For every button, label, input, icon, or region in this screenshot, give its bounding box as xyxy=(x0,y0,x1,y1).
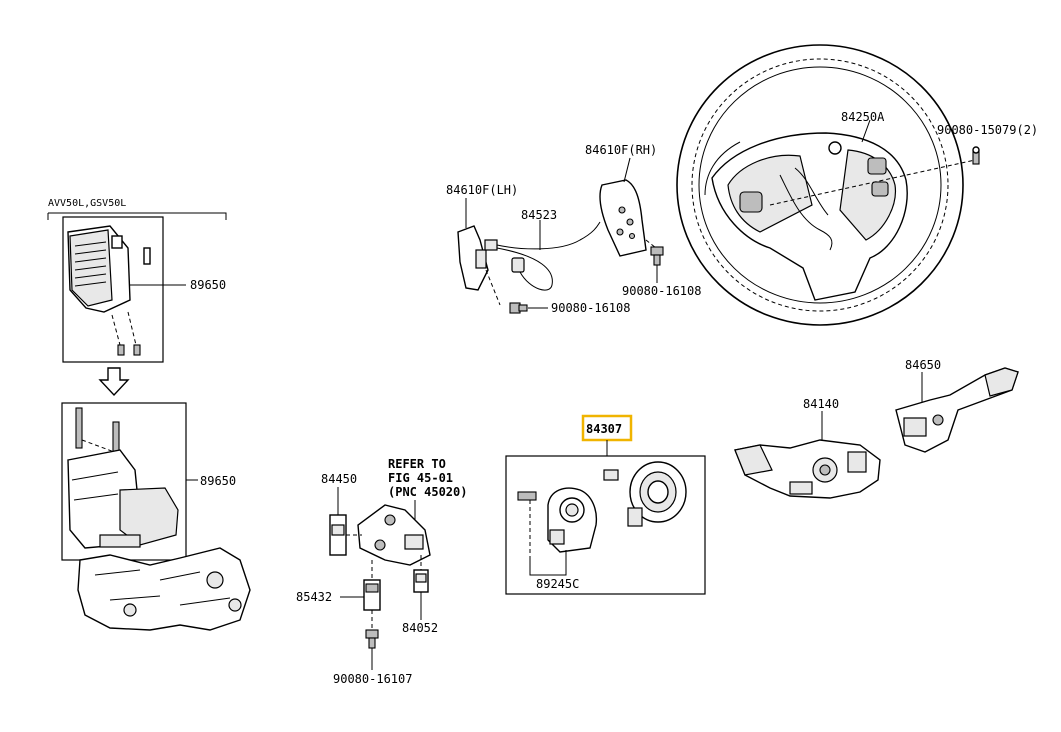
steering-wheel[interactable] xyxy=(676,44,964,326)
sensor-clip[interactable] xyxy=(517,491,537,501)
ecu-upper-pin[interactable] xyxy=(143,247,151,265)
refer-line-2: FIG 45-01 xyxy=(388,471,453,485)
dashboard-structure[interactable] xyxy=(77,547,251,631)
ecu-lower[interactable] xyxy=(67,407,179,549)
switch-lh[interactable] xyxy=(457,225,489,291)
turn-switch-label: 84140 xyxy=(803,397,839,411)
screw-rh[interactable] xyxy=(650,246,664,266)
spiral-cable-label[interactable]: 84307 xyxy=(586,422,622,436)
connector[interactable] xyxy=(363,579,381,611)
sensor-leader xyxy=(529,550,567,576)
bolt-label: 90080-16107 xyxy=(333,672,412,686)
switch-rh-leader xyxy=(623,157,631,183)
screw-rh-dash xyxy=(645,239,657,249)
wheel-screw[interactable] xyxy=(972,146,980,165)
ecu-upper[interactable] xyxy=(67,225,131,313)
ecu-upper-frame xyxy=(62,216,164,363)
ecu-lower-label: 89650 xyxy=(200,474,236,488)
group-bracket xyxy=(48,212,227,220)
wire-harness[interactable] xyxy=(484,221,601,291)
cylinder-label: 84052 xyxy=(402,621,438,635)
steering-wheel-leader xyxy=(861,119,871,143)
wiper-switch[interactable] xyxy=(895,367,1019,453)
ecu-upper-dash-2 xyxy=(127,311,137,346)
sensor[interactable] xyxy=(547,487,598,553)
group-label: AVV50L,GSV50L xyxy=(48,198,126,209)
switch-rh[interactable] xyxy=(599,179,647,257)
ecu-upper-dash-1 xyxy=(111,314,121,346)
refer-line-1: REFER TO xyxy=(388,457,446,471)
spiral-cable-frame xyxy=(505,455,706,595)
switch-lh-label: 84610F(LH) xyxy=(446,183,518,197)
screw-lh-dash xyxy=(485,269,501,306)
bolt[interactable] xyxy=(365,629,379,649)
screw-rh-label: 90080-16108 xyxy=(622,284,701,298)
lock-part[interactable] xyxy=(329,514,347,556)
ecu-upper-label: 89650 xyxy=(190,278,226,292)
turn-switch[interactable] xyxy=(734,439,881,499)
refer-line-3: (PNC 45020) xyxy=(388,485,467,499)
down-arrow-icon xyxy=(98,367,130,397)
wire-label: 84523 xyxy=(521,208,557,222)
switch-rh-label: 84610F(RH) xyxy=(585,143,657,157)
screw-lh[interactable] xyxy=(509,302,528,314)
steering-wheel-label: 84250A xyxy=(841,110,885,124)
ecu-upper-screws[interactable] xyxy=(117,344,141,356)
wiper-switch-label: 84650 xyxy=(905,358,941,372)
lock-bracket[interactable] xyxy=(357,504,431,566)
wheel-screw-label: 90080-15079(2) xyxy=(937,123,1038,137)
spiral-cable[interactable] xyxy=(603,461,687,527)
screw-lh-label: 90080-16108 xyxy=(551,301,630,315)
sensor-label: 89245C xyxy=(536,577,579,591)
cylinder[interactable] xyxy=(413,569,429,593)
lock-part-label: 84450 xyxy=(321,472,357,486)
connector-label: 85432 xyxy=(296,590,332,604)
